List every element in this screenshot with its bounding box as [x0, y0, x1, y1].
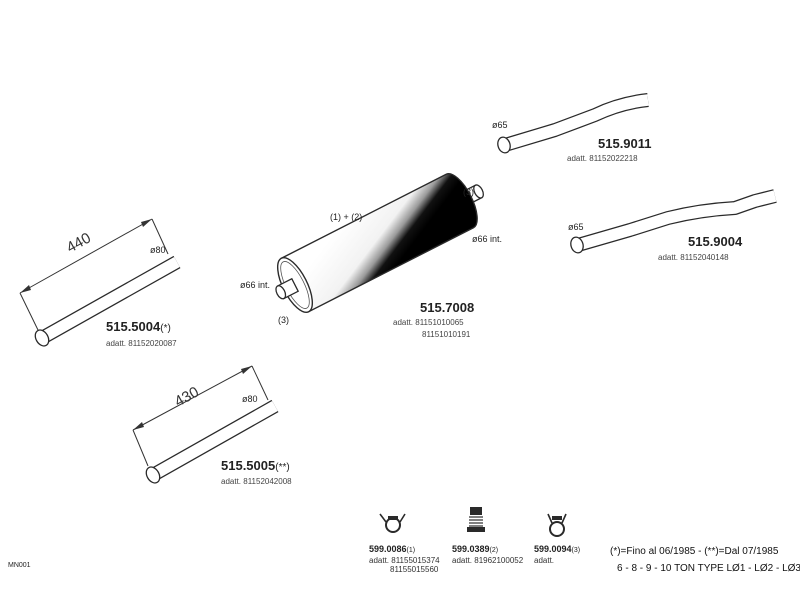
dimension-440 — [19, 218, 169, 331]
clamp-599-0389-number: 599.0389(2) — [452, 544, 498, 554]
pipe-515-5005-oem: adatt. 81152042008 — [221, 477, 292, 486]
pipe-515-9004-number: 515.9004 — [688, 234, 743, 249]
pipe-515-5004[interactable] — [33, 255, 181, 348]
muffler-ref-left: (3) — [278, 315, 289, 325]
pipe-515-5005-diameter: ø80 — [242, 394, 258, 404]
muffler-inlet-diameter: ø66 int. — [240, 280, 270, 290]
pipe-515-9011-number: 515.9011 — [598, 136, 652, 151]
clamp-599-0094-oem-1: adatt. — [534, 556, 554, 565]
pipe-515-5004-oem: adatt. 81152020087 — [106, 339, 177, 348]
date-note: (*)=Fino al 06/1985 - (**)=Dal 07/1985 — [610, 546, 779, 557]
clamp-icon — [379, 513, 406, 533]
pipe-515-9011-diameter: ø65 — [492, 120, 508, 130]
muffler-515-7008-number: 515.7008 — [420, 300, 474, 315]
muffler-515-7008-oem-2: 81151010191 — [422, 330, 471, 339]
pipe-515-5004-diameter: ø80 — [150, 245, 166, 255]
pipe-515-9004[interactable] — [569, 189, 777, 254]
clamp-599-0086-oem-2: 81155015560 — [390, 565, 439, 574]
dimension-430 — [132, 365, 269, 467]
dimension-440-label: 440 — [64, 229, 94, 256]
clamp-599-0389-oem-1: adatt. 81962100052 — [452, 556, 524, 565]
clamp-icon — [547, 513, 567, 537]
diagram-code: MN001 — [8, 562, 31, 569]
muffler-ref-right: (3) — [463, 187, 474, 197]
pipe-515-9004-oem: adatt. 81152040148 — [658, 253, 729, 262]
muffler-515-7008[interactable] — [264, 163, 496, 321]
pipe-515-5005[interactable] — [144, 399, 279, 485]
clamp-599-0094[interactable] — [547, 513, 567, 537]
pipe-515-9011-oem: adatt. 81152022218 — [567, 154, 638, 163]
clamp-599-0086-number: 599.0086(1) — [369, 544, 415, 554]
clamp-599-0086[interactable] — [379, 513, 406, 533]
clamp-599-0086-oem-1: adatt. 81155015374 — [369, 556, 440, 565]
muffler-ref-top: (1) + (2) — [330, 212, 362, 222]
pipe-515-9011[interactable] — [496, 93, 649, 154]
clamp-599-0094-number: 599.0094(3) — [534, 544, 580, 554]
muffler-outlet-diameter: ø66 int. — [472, 234, 502, 244]
bolt-clamp-icon — [467, 507, 485, 532]
pipe-515-5005-number: 515.5005(**) — [221, 458, 290, 473]
pipe-515-5004-number: 515.5004(*) — [106, 319, 171, 334]
type-note: 6 - 8 - 9 - 10 TON TYPE LØ1 - LØ2 - LØ3 — [617, 563, 800, 574]
clamp-599-0389[interactable] — [467, 507, 485, 532]
muffler-515-7008-oem-1: adatt. 81151010065 — [393, 318, 464, 327]
pipe-515-9004-diameter: ø65 — [568, 222, 584, 232]
